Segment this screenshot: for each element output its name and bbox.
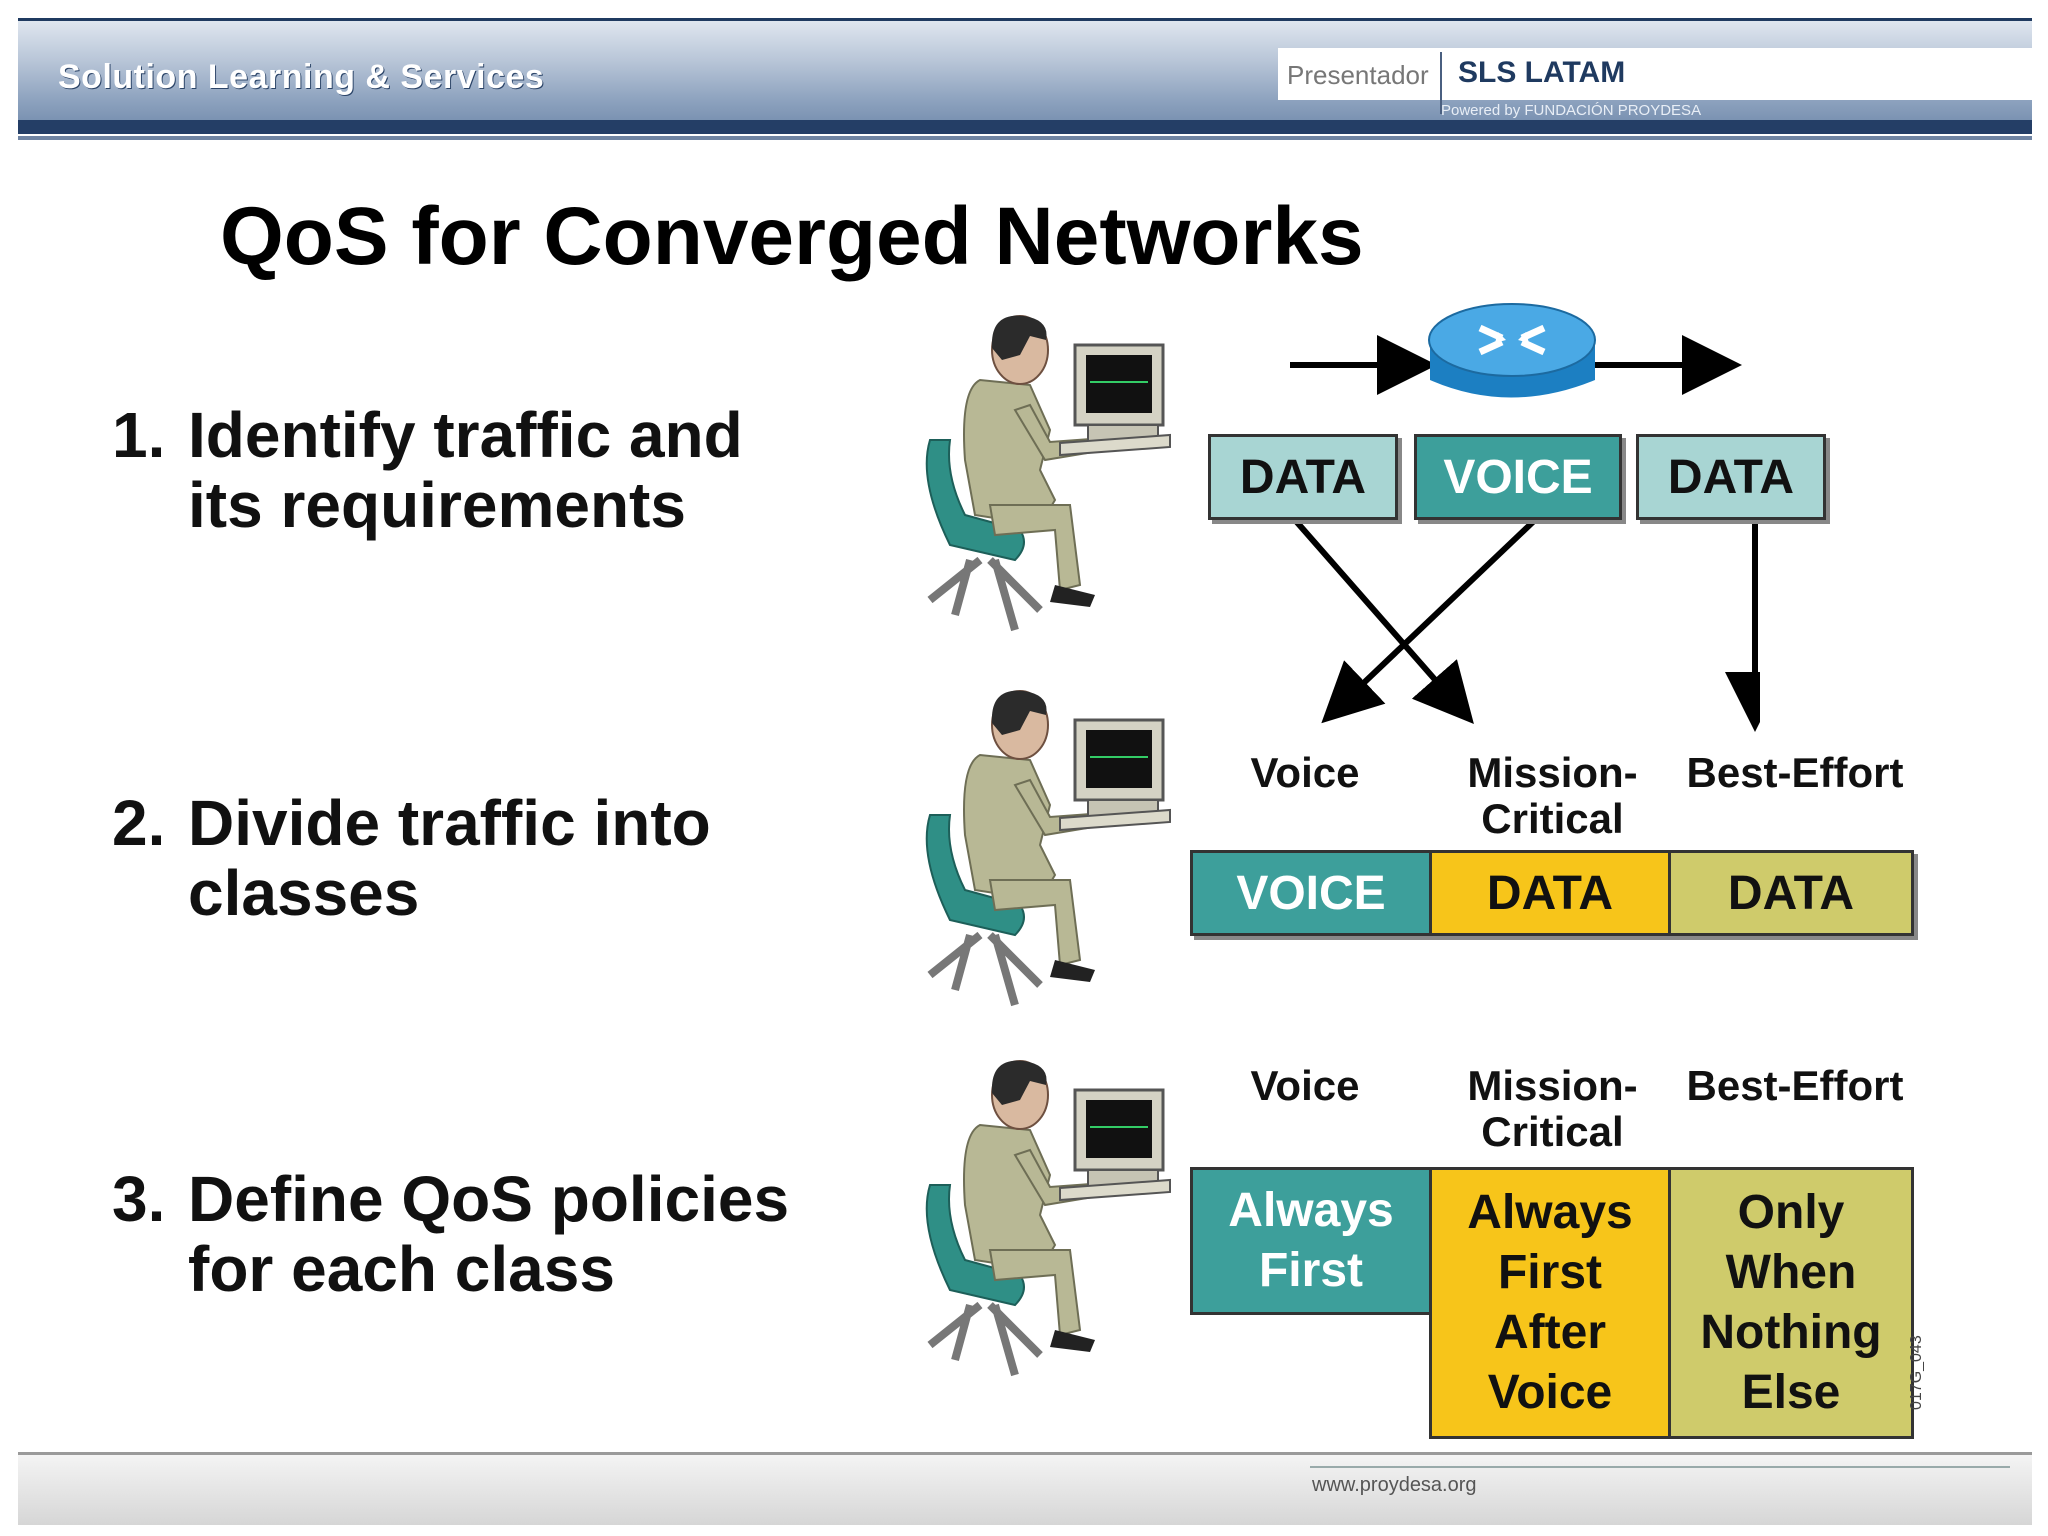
step-number: 2. (112, 787, 166, 859)
step-text: its requirements (188, 469, 686, 541)
step-2: 2. Divide traffic into classes (112, 788, 711, 928)
footer-url[interactable]: www.proydesa.org (1312, 1474, 1477, 1496)
data-to-mission-critical-arrow (1292, 518, 1474, 725)
class-label-mission-critical: Mission- Critical (1467, 1062, 1638, 1155)
step-text: Identify traffic and (188, 399, 743, 471)
footer-line (1310, 1466, 2010, 1468)
class-mission-critical: DATA (1429, 850, 1671, 936)
class-voice: VOICE (1190, 850, 1432, 936)
traffic-box-data: DATA (1208, 434, 1398, 520)
org-name: Solution Learning & Services (58, 58, 545, 96)
powered-by: Powered by FUNDACIÓN PROYDESA (1441, 102, 1702, 119)
class-label-voice: Voice (1250, 749, 1360, 796)
presenter-divider (1440, 52, 1442, 114)
router-icon (1428, 303, 1596, 398)
step-text: Divide traffic into (188, 787, 711, 859)
policy-best-effort: Only When Nothing Else (1668, 1167, 1914, 1439)
policy-mission-critical: Always First After Voice (1429, 1167, 1671, 1439)
voice-to-voice-arrow (1321, 517, 1538, 724)
traffic-box-voice: VOICE (1414, 434, 1622, 520)
presenter-label: Presentador (1287, 60, 1429, 90)
step-number: 3. (112, 1163, 166, 1235)
header-stripe (18, 120, 2032, 134)
step-text: for each class (188, 1233, 615, 1305)
person-at-computer-icon (920, 1055, 1180, 1395)
class-best-effort: DATA (1668, 850, 1914, 936)
page-title: QoS for Converged Networks (220, 191, 1364, 282)
step-text: Define QoS policies (188, 1163, 790, 1235)
step-1: 1. Identify traffic and its requirements (112, 400, 743, 540)
class-label-best-effort: Best-Effort (1686, 749, 1904, 796)
traffic-box-data: DATA (1636, 434, 1826, 520)
footer-bar (18, 1452, 2032, 1525)
class-label-voice: Voice (1250, 1062, 1360, 1109)
presenter-name: SLS LATAM (1458, 56, 1626, 89)
class-label-mission-critical: Mission- Critical (1467, 749, 1638, 842)
policy-voice: Always First (1190, 1167, 1432, 1315)
step-text: classes (188, 857, 420, 929)
step-number: 1. (112, 399, 166, 471)
person-at-computer-icon (920, 685, 1180, 1025)
figure-code: 017G_043 (1908, 1335, 1925, 1410)
traffic-flow-diagram (1290, 303, 1760, 732)
class-label-best-effort: Best-Effort (1686, 1062, 1904, 1109)
header-stripe-thin (18, 136, 2032, 140)
person-at-computer-icon (925, 315, 1171, 632)
step-3: 3. Define QoS policies for each class (112, 1164, 789, 1304)
presenter-panel (1278, 48, 2032, 100)
